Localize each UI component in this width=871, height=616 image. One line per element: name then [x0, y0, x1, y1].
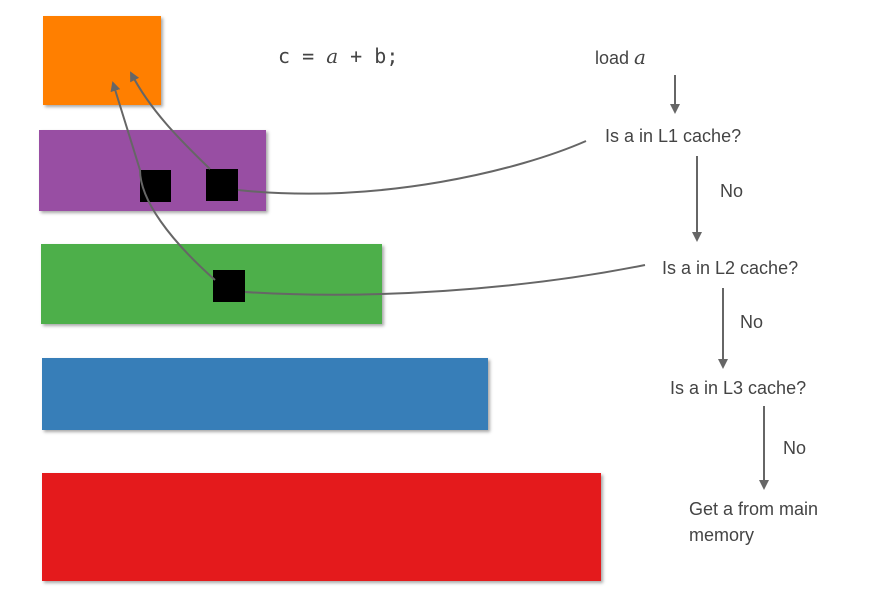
main-memory-block [42, 473, 601, 581]
question-l1: Is a in L1 cache? [605, 126, 742, 146]
no-label-1: No [720, 181, 744, 201]
main-memory-line-1: Get a from main [689, 499, 819, 519]
l1-cache-cell-b [140, 170, 171, 202]
code-right-operand: b [374, 44, 387, 68]
question-l3: Is a in L3 cache? [670, 378, 807, 398]
load-label: load a [595, 45, 646, 69]
l1-cell-a-to-register-arrow [130, 71, 211, 170]
code-left-operand: a [326, 44, 339, 68]
load-variable: a [634, 45, 646, 69]
code-statement: c = a + b; [278, 44, 398, 68]
l3-cache-block [42, 358, 488, 430]
l1-cache-cell-a [206, 169, 238, 201]
l2-cell-b-to-register-arrow [110, 81, 216, 281]
question-l2: Is a in L2 cache? [662, 258, 799, 278]
no-label-3: No [783, 438, 807, 458]
no-label-2: No [740, 312, 764, 332]
l2-cache-cell-b [213, 270, 245, 302]
code-plus: + [350, 44, 363, 68]
code-semicolon: ; [386, 44, 399, 68]
l2-cache-block [41, 244, 382, 324]
code-equals: = [302, 44, 315, 68]
l1-lookup-curve [237, 140, 587, 195]
load-prefix: load [595, 48, 630, 68]
code-target: c [278, 44, 291, 68]
main-memory-line-2: memory [689, 525, 755, 545]
l2-lookup-curve [244, 264, 646, 296]
